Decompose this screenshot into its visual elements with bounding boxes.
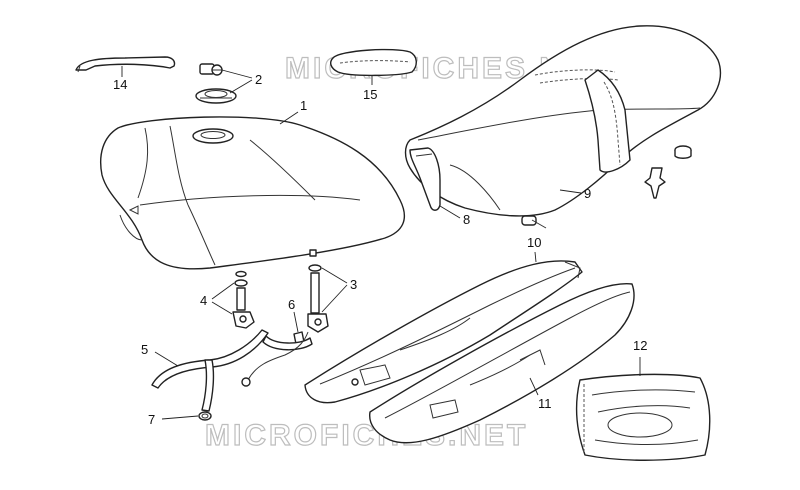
part-8-latch xyxy=(409,147,441,211)
watermark-bottom: MICROFICHES.NET xyxy=(205,419,528,452)
callout-15: 15 xyxy=(363,87,377,102)
part-2-cap xyxy=(195,63,237,104)
callout-1: 1 xyxy=(300,98,307,113)
callout-12: 12 xyxy=(633,338,647,353)
callout-10: 10 xyxy=(527,235,541,250)
leader-9 xyxy=(559,189,582,194)
part-10-side-cover xyxy=(304,260,583,404)
callout-5: 5 xyxy=(141,342,148,357)
part-rubber-buffer xyxy=(674,145,692,159)
part-seat-pin xyxy=(644,167,666,199)
part-15-pad xyxy=(330,48,417,77)
callout-2: 2 xyxy=(255,72,262,87)
leader-6 xyxy=(293,311,299,333)
callout-11: 11 xyxy=(538,396,552,411)
part-14-hose xyxy=(75,56,176,73)
callout-14: 14 xyxy=(113,77,127,92)
leader-10 xyxy=(534,251,537,263)
leader-3a xyxy=(321,267,348,284)
part-12-tray xyxy=(575,373,711,461)
part-5-fuel-hose xyxy=(151,329,313,412)
leader-1 xyxy=(279,111,299,125)
part-1-fuel-tank xyxy=(100,116,405,270)
callout-4: 4 xyxy=(200,293,207,308)
leader-4a xyxy=(211,282,235,300)
part-7-hose-clip xyxy=(198,411,212,421)
callout-8: 8 xyxy=(463,212,470,227)
callout-7: 7 xyxy=(148,412,155,427)
callout-9: 9 xyxy=(584,186,591,201)
leader-2b xyxy=(229,79,253,94)
leader-2a xyxy=(221,69,253,79)
callout-6: 6 xyxy=(288,297,295,312)
callout-3: 3 xyxy=(350,277,357,292)
leader-8 xyxy=(439,205,461,219)
leader-3b xyxy=(321,284,348,313)
part-3-fuel-tap xyxy=(307,249,329,333)
leader-7 xyxy=(161,415,199,420)
part-4-fuel-tap xyxy=(232,270,255,329)
leader-4b xyxy=(211,301,233,315)
leader-5 xyxy=(154,351,179,367)
leader-11 xyxy=(529,377,539,396)
part-11-side-cover xyxy=(369,283,635,444)
part-9-seat xyxy=(404,25,722,229)
